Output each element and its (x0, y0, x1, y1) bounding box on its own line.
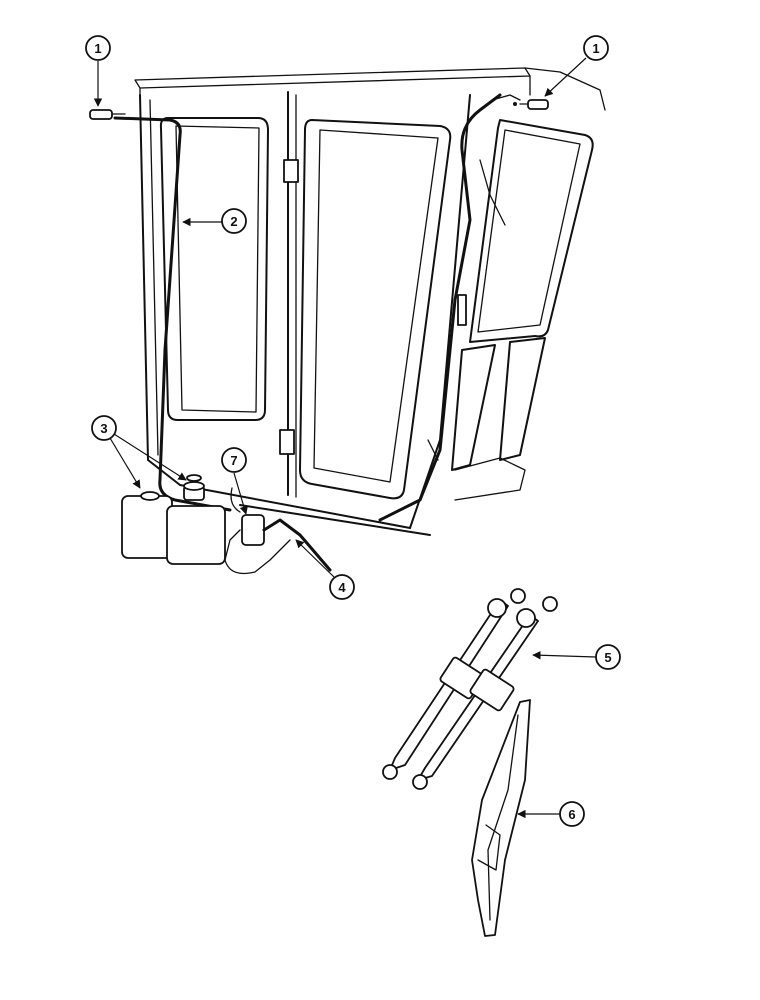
callout-4: 4 (295, 539, 355, 600)
svg-text:5: 5 (604, 650, 611, 665)
door-hinges (279, 159, 299, 455)
door-window (299, 119, 452, 500)
washer-nozzle-left (89, 109, 126, 120)
svg-text:1: 1 (94, 41, 101, 56)
svg-text:2: 2 (230, 214, 237, 229)
front-window (159, 117, 269, 421)
svg-text:7: 7 (230, 453, 237, 468)
callout-1-left: 1 (85, 35, 111, 107)
svg-text:6: 6 (568, 807, 575, 822)
wiper-blade (471, 699, 531, 937)
svg-text:4: 4 (338, 580, 346, 595)
washer-hose-lower (230, 487, 332, 572)
callout-3: 3 (91, 415, 187, 489)
washer-hose-front (113, 116, 232, 512)
callout-6: 6 (517, 801, 585, 827)
callout-1-right: 1 (544, 35, 609, 97)
svg-text:1: 1 (592, 41, 599, 56)
wiper-arms (382, 588, 558, 790)
washer-hose-side (378, 93, 521, 522)
washer-reservoirs (121, 474, 226, 565)
side-windows (451, 119, 594, 501)
callout-5: 5 (532, 644, 621, 670)
callout-7: 7 (221, 447, 248, 515)
cab-frame (134, 67, 606, 536)
svg-text:3: 3 (100, 421, 107, 436)
washer-nozzle-right (513, 99, 549, 110)
callout-2: 2 (182, 208, 247, 234)
washer-pump (224, 514, 291, 575)
